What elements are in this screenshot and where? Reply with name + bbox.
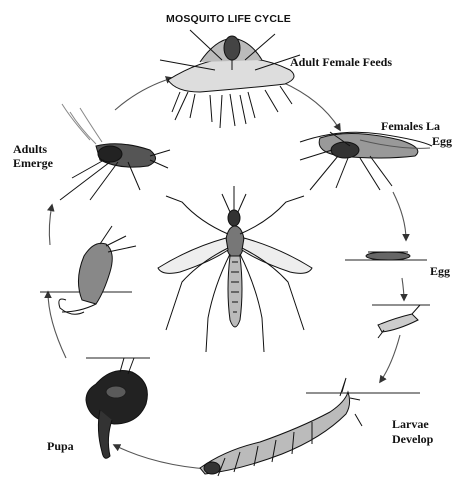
label-adults-emerge-line1: Adults — [13, 143, 47, 156]
arrow-eggs-to-larvae — [402, 278, 404, 300]
arrow-adults-to-feed — [115, 78, 172, 110]
emerging-illustration — [59, 226, 136, 314]
female-laying-illustration — [300, 132, 432, 190]
arrow-lay-to-eggs — [393, 192, 406, 240]
adult-emerged-illustration — [60, 104, 170, 200]
arrow-larvae-to-develop — [380, 335, 400, 382]
central-mosquito-illustration — [158, 186, 312, 352]
label-adults-emerge-line2: Emerge — [13, 157, 53, 170]
larva-small-illustration — [378, 305, 420, 338]
label-females-lay-eggs-line1: Females La — [381, 120, 440, 133]
arrow-pupa-to-emerge — [48, 292, 66, 358]
label-larvae-line2: Develop — [392, 433, 433, 446]
arrow-feed-to-lay — [282, 82, 340, 130]
label-pupa: Pupa — [47, 440, 74, 453]
label-eggs: Egg — [430, 265, 450, 278]
pupa-illustration — [86, 358, 147, 458]
arrow-emerge-to-adults — [49, 205, 52, 245]
eggs-illustration — [366, 252, 410, 260]
adult-feeding-illustration — [160, 30, 300, 128]
label-larvae-line1: Larvae — [392, 418, 429, 431]
label-adult-female-feeds: Adult Female Feeds — [290, 56, 392, 69]
label-females-lay-eggs-line2: Egg — [432, 135, 452, 148]
